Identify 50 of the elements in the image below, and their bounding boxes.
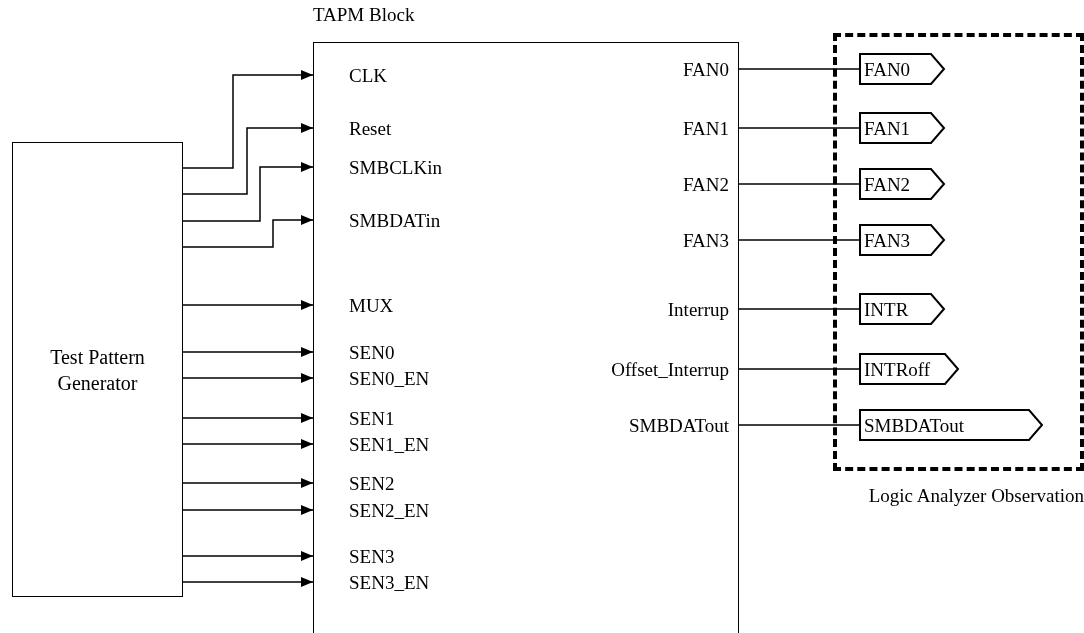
output-port-tag: INTR: [859, 293, 945, 325]
pin-label: Offset_Interrup: [538, 357, 739, 381]
pin-label: SMBDATout: [538, 413, 739, 437]
pin-label: MUX: [313, 293, 453, 317]
signal-arrow: [182, 70, 314, 169]
output-port-tag: FAN2: [859, 168, 945, 200]
pin-label: FAN0: [538, 57, 739, 81]
signal-line: [738, 239, 860, 241]
pin-label: FAN3: [538, 228, 739, 252]
signal-arrow: [182, 439, 314, 449]
signal-arrow: [182, 373, 314, 383]
signal-arrow: [182, 577, 314, 587]
pin-label: SEN2_EN: [313, 498, 453, 522]
output-port-tag: SMBDATout: [859, 409, 1043, 441]
pin-label: SMBDATin: [313, 208, 453, 232]
pin-label: SMBCLKin: [313, 155, 453, 179]
signal-arrow: [182, 162, 314, 222]
pin-label: FAN1: [538, 116, 739, 140]
signal-arrow: [182, 347, 314, 357]
pin-label: SEN2: [313, 471, 453, 495]
signal-line: [738, 127, 860, 129]
output-port-tag: FAN0: [859, 53, 945, 85]
pin-label: CLK: [313, 63, 453, 87]
signal-arrow: [182, 300, 314, 310]
group-label: Logic Analyzer Observation: [868, 485, 1084, 507]
output-port-tag: FAN1: [859, 112, 945, 144]
pin-label: SEN0_EN: [313, 366, 453, 390]
pin-label: SEN1_EN: [313, 432, 453, 456]
signal-line: [738, 368, 860, 370]
output-port-tag: FAN3: [859, 224, 945, 256]
pin-label: SEN3: [313, 544, 453, 568]
output-port-tag: INTRoff: [859, 353, 959, 385]
pin-label: SEN0: [313, 340, 453, 364]
signal-arrow: [182, 215, 314, 248]
signal-line: [738, 183, 860, 185]
signal-line: [738, 68, 860, 70]
signal-arrow: [182, 505, 314, 515]
pin-label: Interrup: [538, 297, 739, 321]
pin-label: FAN2: [538, 172, 739, 196]
process-box: Test Pattern Generator: [12, 142, 183, 597]
signal-arrow: [182, 551, 314, 561]
signal-line: [738, 308, 860, 310]
pin-label: SEN1: [313, 406, 453, 430]
pin-label: SEN3_EN: [313, 570, 453, 594]
signal-arrow: [182, 123, 314, 195]
pin-label: Reset: [313, 116, 453, 140]
signal-line: [738, 424, 860, 426]
signal-arrow: [182, 478, 314, 488]
signal-arrow: [182, 413, 314, 423]
block-title: TAPM Block: [313, 4, 415, 26]
